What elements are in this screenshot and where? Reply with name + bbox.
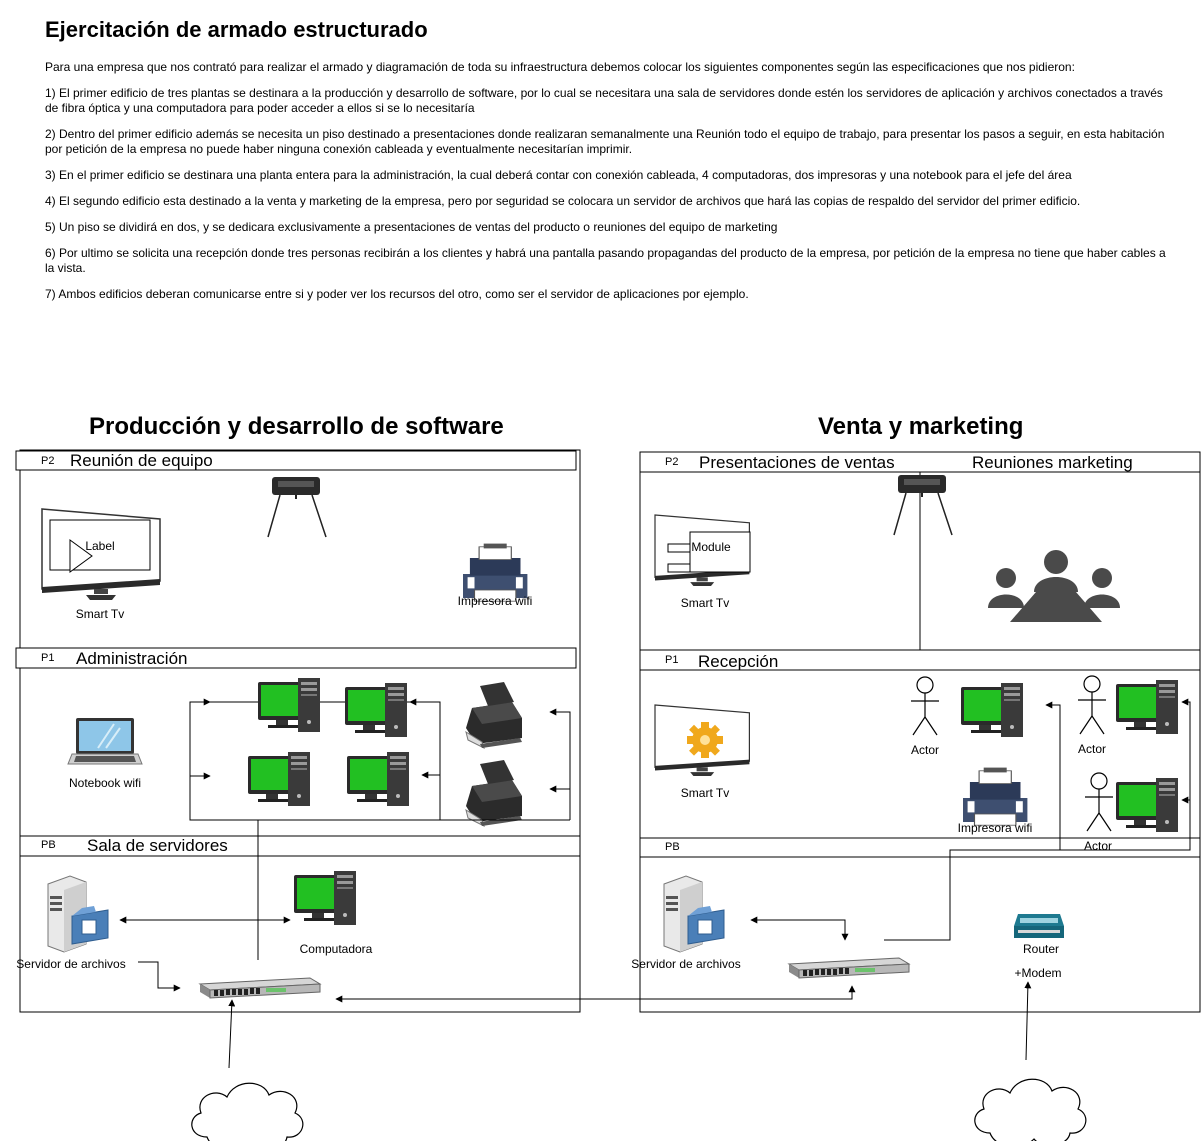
file-server-icon <box>47 875 109 953</box>
requirement-2: 2) Dentro del primer edificio además se … <box>45 127 1165 156</box>
requirement-7: 7) Ambos edificios deberan comunicarse e… <box>45 287 749 301</box>
network-switch-icon <box>788 957 910 979</box>
meeting-group-icon <box>988 550 1120 622</box>
floor-header-pb <box>19 835 581 857</box>
floor-name-pb: Sala de servidores <box>87 836 228 855</box>
internet-cloud-icon <box>191 1082 304 1141</box>
computer-label: Computadora <box>299 942 373 956</box>
actor-label: Actor <box>1077 742 1107 756</box>
printer-wifi-label: Impresora wifi <box>457 594 533 608</box>
printer-icon <box>462 543 528 602</box>
floor-level-pb: PB <box>41 839 56 851</box>
building-1-frame <box>19 449 581 1013</box>
floor-level-p1: P1 <box>665 654 679 666</box>
internet-cloud-icon <box>974 1078 1087 1141</box>
inter-building-link <box>335 985 856 1003</box>
file-server-label: Servidor de archivos <box>631 957 741 971</box>
computer-icon <box>345 683 407 737</box>
projector-icon <box>267 476 327 538</box>
building-2-title: Venta y marketing <box>818 413 1024 440</box>
projector-icon <box>893 474 953 536</box>
intro-section: Ejercitación de armado estructurado Para… <box>45 17 1175 313</box>
smart-tv-label: Smart Tv <box>680 786 730 800</box>
computer-icon <box>294 871 356 925</box>
notebook-label: Notebook wifi <box>68 776 142 790</box>
floor-level-p1: P1 <box>41 652 55 664</box>
tv-inner-label: Module <box>691 540 731 554</box>
building-1 <box>15 449 581 1141</box>
intro-paragraph: Para una empresa que nos contrató para r… <box>45 60 1075 74</box>
computer-icon <box>961 683 1023 737</box>
page-title: Ejercitación de armado estructurado <box>45 17 428 42</box>
requirement-6: 6) Por ultimo se solicita una recepción … <box>45 246 1166 275</box>
network-switch-icon <box>199 977 321 999</box>
file-server-icon <box>663 875 725 953</box>
file-server-label: Servidor de archivos <box>16 957 126 971</box>
floor-level-p2: P2 <box>665 456 679 468</box>
printer-icon <box>962 767 1028 826</box>
computer-icon <box>258 678 320 732</box>
floor-level-p2: P2 <box>41 455 55 467</box>
floor-name-p1: Administración <box>76 649 188 668</box>
building-1-title: Producción y desarrollo de software <box>89 413 504 440</box>
modem-label: +Modem <box>1014 966 1062 980</box>
building-2-frame <box>639 451 1201 1013</box>
computer-icon <box>248 752 310 806</box>
requirement-4: 4) El segundo edificio esta destinado a … <box>45 194 1081 208</box>
computer-icon <box>347 752 409 806</box>
actor-label: Actor <box>1083 839 1113 853</box>
building-2 <box>639 451 1201 1141</box>
printer-icon <box>465 681 523 749</box>
floor-name-p2: Presentaciones de ventas <box>699 453 895 472</box>
requirement-1: 1) El primer edificio de tres plantas se… <box>45 86 1163 115</box>
router-icon <box>1014 914 1064 938</box>
printer-wifi-label: Impresora wifi <box>957 821 1033 835</box>
actor-icon <box>1084 772 1114 832</box>
requirement-3: 3) En el primer edificio se destinara un… <box>45 168 1072 182</box>
smart-tv-label: Smart Tv <box>680 596 730 610</box>
floor-name-p2: Reunión de equipo <box>70 451 213 470</box>
router-label: Router <box>1022 942 1060 956</box>
printer-icon <box>465 759 523 827</box>
laptop-icon <box>67 717 143 765</box>
computer-icon <box>1116 778 1178 832</box>
smart-tv-label: Smart Tv <box>75 607 125 621</box>
floor-header-p1 <box>15 647 577 669</box>
floor-level-pb: PB <box>665 841 680 853</box>
actor-icon <box>910 676 940 736</box>
floor-name-p2-right: Reuniones marketing <box>972 453 1133 472</box>
gear-icon <box>687 722 723 758</box>
requirement-5: 5) Un piso se dividirá en dos, y se dedi… <box>45 220 778 234</box>
actor-icon <box>1077 675 1107 735</box>
computer-icon <box>1116 680 1178 734</box>
floor-name-p1: Recepción <box>698 652 779 671</box>
actor-label: Actor <box>910 743 940 757</box>
floor-header-p2 <box>15 450 577 471</box>
tv-inner-label: Label <box>85 539 115 553</box>
